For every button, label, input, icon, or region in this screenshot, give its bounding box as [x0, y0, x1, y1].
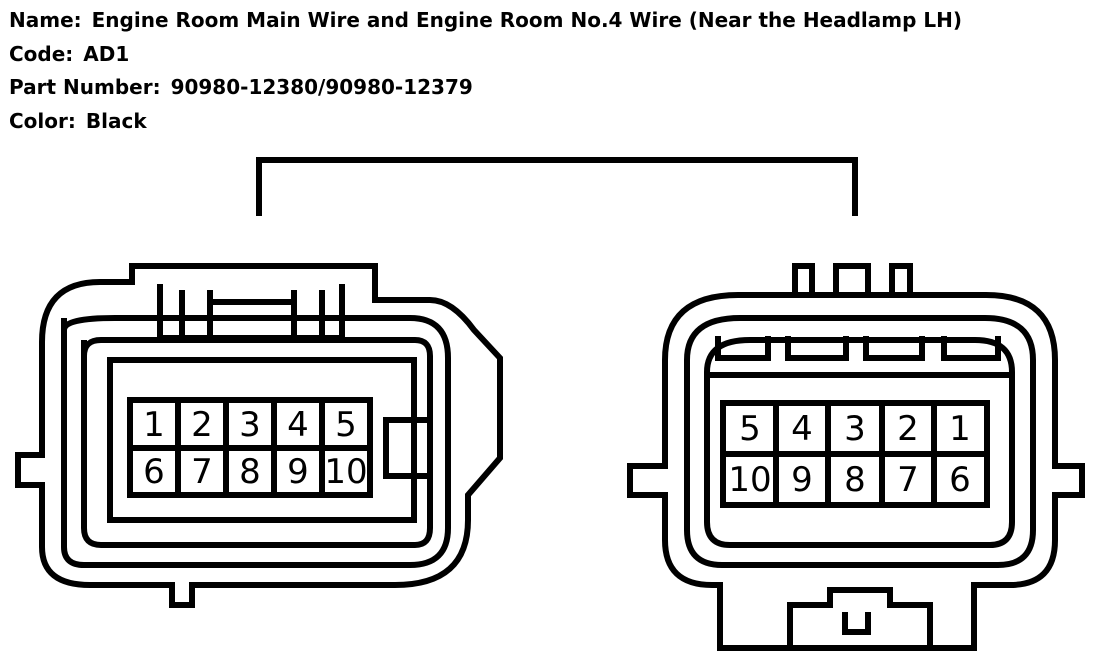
- right-pin-3: 3: [844, 409, 866, 449]
- right-pin-8: 8: [844, 460, 866, 500]
- right-pin-9: 9: [791, 460, 813, 500]
- left-latch-frame: [157, 284, 345, 341]
- left-pin-frame: [127, 397, 373, 498]
- connector-info: Name: Engine Room Main Wire and Engine Ro…: [9, 4, 962, 138]
- left-latch-tab: [207, 290, 297, 341]
- right-pin-5: 5: [739, 409, 761, 449]
- right-outer-shell: [627, 292, 1085, 651]
- left-pin-10: 10: [324, 452, 367, 492]
- right-pin-6: 6: [949, 460, 971, 500]
- part-number-value: 90980-12380/90980-12379: [170, 75, 473, 99]
- right-pin-frame: [720, 400, 990, 508]
- left-pin-grid-lines: [175, 400, 325, 495]
- left-outer-shell: [15, 263, 503, 608]
- connector-right-housing: [627, 263, 1085, 651]
- right-pin-grid-lines: [773, 403, 937, 505]
- color-row: Color: Black: [9, 105, 962, 139]
- code-value: AD1: [83, 41, 130, 66]
- left-pin-1: 1: [143, 405, 165, 445]
- code-row: Code: AD1: [9, 38, 962, 72]
- right-top-ribs: [792, 263, 913, 295]
- left-pin-2: 2: [191, 405, 213, 445]
- right-pin-10: 10: [728, 460, 771, 500]
- right-key-slots: [715, 336, 1001, 361]
- name-value: Engine Room Main Wire and Engine Room No…: [91, 8, 963, 32]
- right-pin-2: 2: [897, 409, 919, 449]
- left-cavity: [107, 357, 417, 523]
- name-row: Name: Engine Room Main Wire and Engine Ro…: [9, 4, 962, 38]
- right-pin-7: 7: [897, 460, 919, 500]
- left-pin-5: 5: [335, 405, 357, 445]
- left-inner-seal: [61, 315, 451, 568]
- part-number-row: Part Number: 90980-12380/90980-12379: [9, 71, 962, 105]
- right-bottom-latch: [787, 587, 933, 648]
- color-label: Color:: [9, 108, 76, 133]
- left-pin-labels: 1 2 3 4 5 6 7 8 9 10: [143, 405, 367, 492]
- left-pin-8: 8: [239, 452, 261, 492]
- left-pin-4: 4: [287, 405, 309, 445]
- right-latch-notch: [842, 612, 871, 635]
- part-number-label: Part Number:: [9, 75, 161, 99]
- left-pin-6: 6: [143, 452, 165, 492]
- color-value: Black: [85, 108, 147, 133]
- left-pin-3: 3: [239, 405, 261, 445]
- left-lock-tab: [383, 417, 433, 479]
- right-pin-4: 4: [791, 409, 813, 449]
- connector-left-housing: [15, 263, 503, 608]
- right-inner-seal: [684, 315, 1036, 568]
- left-pin-9: 9: [287, 452, 309, 492]
- name-label: Name:: [9, 8, 82, 32]
- right-inner-wall: [704, 337, 1015, 548]
- code-label: Code:: [9, 41, 74, 66]
- mating-bracket: [256, 157, 858, 216]
- right-pin-labels: 5 4 3 2 1 10 9 8 7 6: [728, 409, 970, 500]
- right-pin-1: 1: [949, 409, 971, 449]
- left-pin-7: 7: [191, 452, 213, 492]
